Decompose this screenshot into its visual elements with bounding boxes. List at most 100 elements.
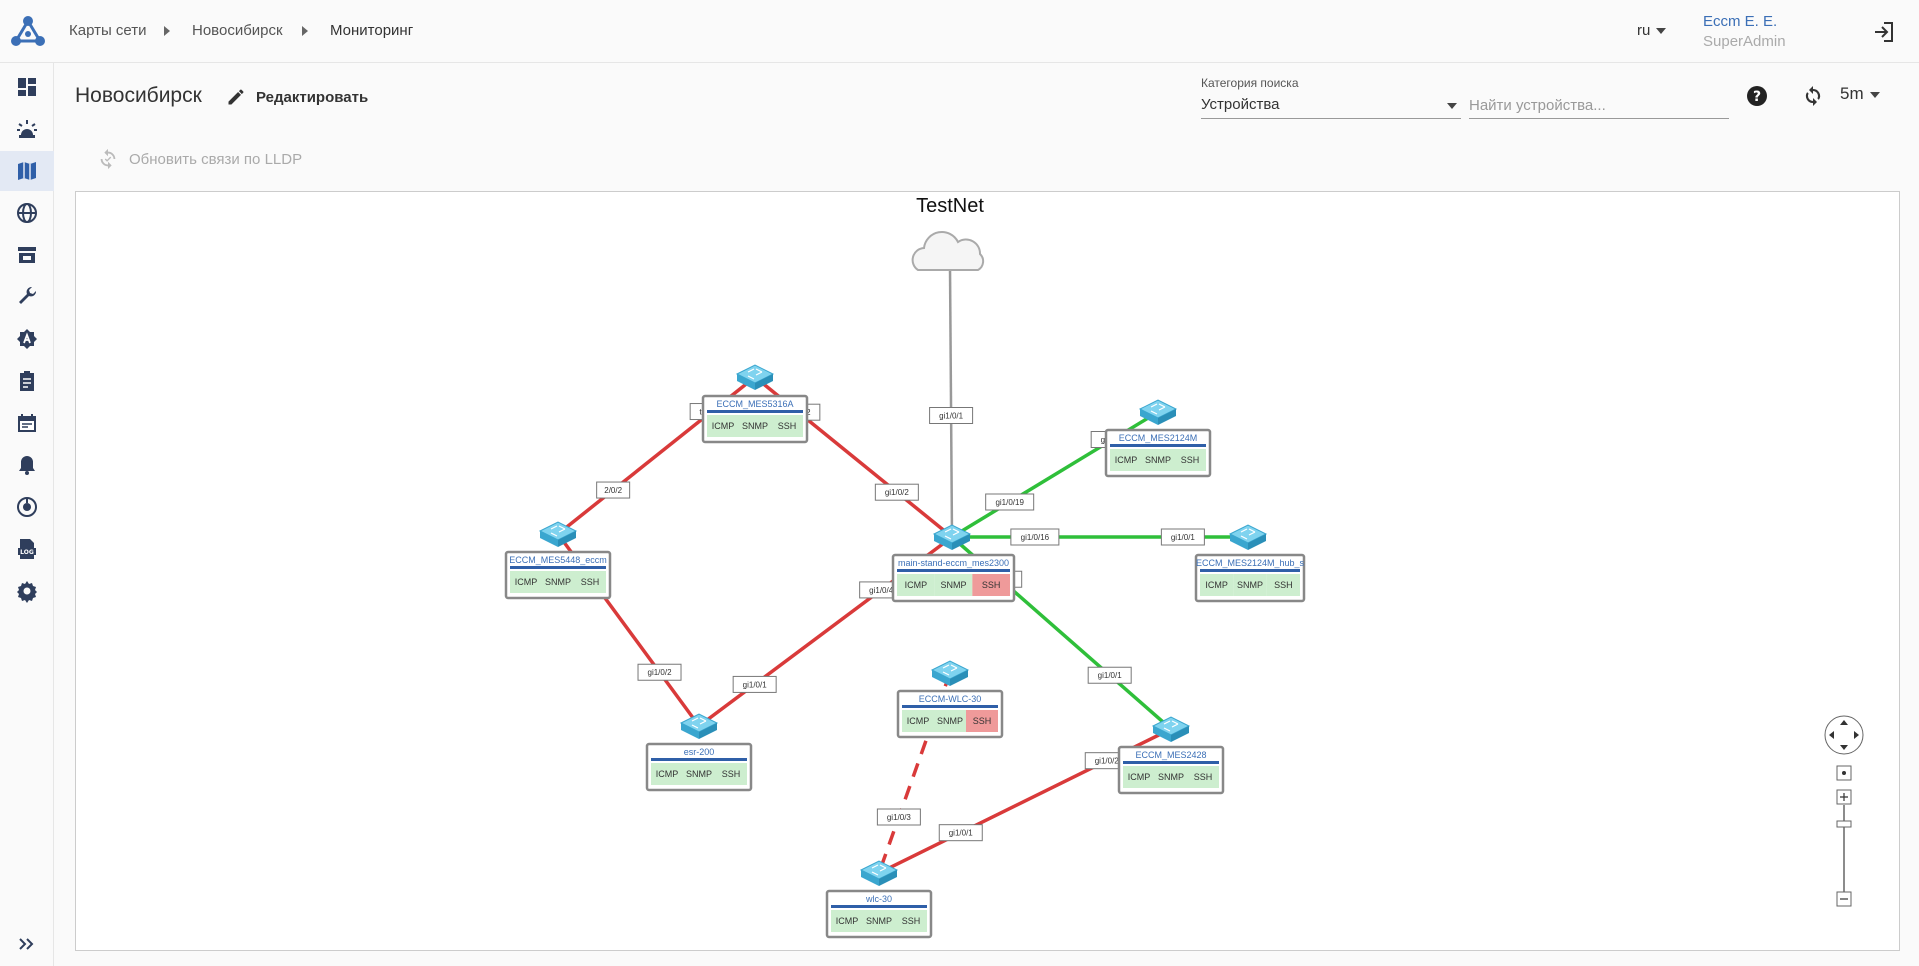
sidebar-item-tasks[interactable] [0,361,54,401]
logout-icon[interactable] [1872,20,1896,44]
chevron-down-icon [1869,91,1880,98]
device-name[interactable]: ECCM-WLC-30 [919,694,982,704]
pan-left-icon[interactable] [1829,731,1834,739]
device-name[interactable]: main-stand-eccm_mes2300 [898,558,1009,568]
sidebar-item-dashboard[interactable] [0,67,54,107]
network-switch-icon[interactable] [932,524,972,550]
pan-control[interactable] [1824,715,1864,755]
device-name[interactable]: ECCM_MES2428 [1135,750,1206,760]
edit-button-label: Редактировать [256,88,369,106]
breadcrumb-separator-icon [302,26,308,36]
zoom-slider-handle[interactable] [1836,820,1852,828]
pan-up-icon[interactable] [1840,720,1848,725]
device-name[interactable]: wlc-30 [865,894,892,904]
network-switch-icon[interactable] [930,660,970,686]
edit-button[interactable]: Редактировать [226,84,368,110]
network-switch-icon[interactable] [735,364,775,390]
pan-right-icon[interactable] [1854,731,1859,739]
zoom-in-button[interactable] [1836,789,1852,805]
help-icon[interactable]: ? [1745,84,1769,108]
breadcrumb-current: Мониторинг [330,22,414,39]
page-title: Новосибирск [75,84,202,107]
protocol-label: SNMP [866,916,892,926]
sidebar-item-maps[interactable] [0,151,54,191]
protocol-status-snmp [1233,574,1267,596]
search-category-label: Категория поиска [1201,76,1299,90]
network-map-canvas[interactable]: TestNetgi1/0/1te1/0/2gi1/0/2te1/0/12/0/2… [76,192,1900,951]
protocol-status-icmp [1123,766,1155,788]
protocol-label: ICMP [836,916,859,926]
breadcrumb-network-maps[interactable]: Карты сети [69,22,147,39]
sidebar-item-logs[interactable]: LOG [0,529,54,569]
auto-icon [17,329,37,349]
map-title: TestNet [916,195,984,217]
monitor-icon [17,497,37,517]
network-switch-icon[interactable] [1138,399,1178,425]
zoom-out-button[interactable] [1836,891,1852,907]
zoom-fit-button[interactable] [1836,765,1852,781]
app-logo-icon[interactable] [8,13,48,49]
network-switch-icon[interactable] [1228,524,1268,550]
device-name[interactable]: ECCM_MES2124M [1119,433,1198,443]
network-switch-icon[interactable] [1151,716,1191,742]
network-switch-icon[interactable] [859,860,899,886]
device-name[interactable]: esr-200 [684,747,715,757]
chevron-down-icon [1447,103,1457,109]
map-navigation-control[interactable] [1822,715,1866,925]
sidebar-item-schedule[interactable] [0,403,54,443]
sidebar-item-monitoring[interactable] [0,487,54,527]
link-cloud-main[interactable] [948,266,954,538]
breadcrumb-city[interactable]: Новосибирск [192,22,283,39]
sidebar-item-settings[interactable] [0,571,54,611]
user-name[interactable]: Eccm E. E. [1703,13,1778,30]
expand-sidebar-icon[interactable] [15,932,39,956]
update-lldp-button[interactable]: Обновить связи по LLDP [97,147,302,171]
protocol-label: SNMP [686,769,712,779]
svg-text:gi1/0/19: gi1/0/19 [995,498,1024,507]
network-map[interactable]: TestNetgi1/0/1te1/0/2gi1/0/2te1/0/12/0/2… [75,191,1900,951]
dashboard-icon [18,78,36,96]
svg-text:LOG: LOG [20,549,34,556]
refresh-interval-select[interactable]: 5m [1840,84,1880,104]
port-label: gi1/0/19 [985,493,1035,511]
device-search-input[interactable] [1469,93,1729,119]
refresh-icon[interactable] [1801,84,1825,108]
search-category-select[interactable]: Устройства [1201,93,1461,119]
protocol-label: ICMP [712,421,735,431]
sidebar-item-network[interactable] [0,193,54,233]
protocol-label: SSH [722,769,741,779]
device-name[interactable]: ECCM_MES5316A [716,399,793,409]
network-switch-icon[interactable] [538,521,578,547]
sidebar-item-tools[interactable] [0,277,54,317]
pan-down-icon[interactable] [1840,745,1848,750]
protocol-label: SSH [1181,455,1200,465]
sidebar-item-alarms[interactable] [0,109,54,149]
sidebar-item-automation[interactable] [0,319,54,359]
network-switch-icon[interactable] [679,713,719,739]
language-select[interactable]: ru [1637,22,1667,39]
sidebar-item-notifications[interactable] [0,445,54,485]
sync-icon [100,148,116,170]
svg-text:gi1/0/1: gi1/0/1 [743,680,768,689]
protocol-label: SNMP [545,577,571,587]
protocol-label: SNMP [1158,772,1184,782]
protocol-status-ssh [715,763,747,785]
protocol-label: SSH [778,421,797,431]
device-name[interactable]: ECCM_MES5448_eccm [509,555,607,565]
internet-cloud-icon[interactable] [911,231,985,271]
device-name[interactable]: ECCM_MES2124M_hub_s [1196,558,1305,568]
protocol-status-ssh [966,710,998,732]
user-role: SuperAdmin [1703,33,1786,50]
protocol-status-snmp [683,763,715,785]
sidebar-item-inventory[interactable] [0,235,54,275]
log-icon: LOG [18,539,36,559]
